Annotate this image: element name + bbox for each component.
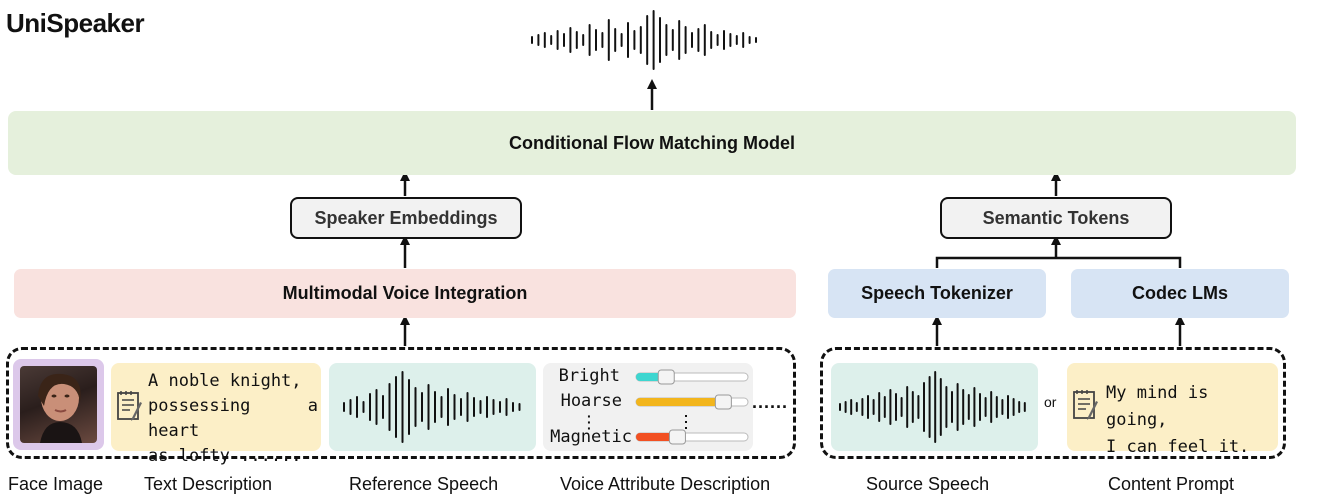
- notepad-icon: [1073, 390, 1098, 420]
- caption-content-prompt: Content Prompt: [1108, 474, 1235, 494]
- caption-reference-speech: Reference Speech: [349, 474, 499, 494]
- voice-inputs-group: [6, 347, 796, 459]
- attr-vertical-ellipsis: ···: [587, 408, 592, 436]
- notepad-icon: [117, 391, 142, 421]
- slider-fill: [636, 433, 678, 441]
- content-inputs-group: [820, 347, 1286, 459]
- text-description-line: as lofty ......: [148, 446, 302, 466]
- caption-face-image: Face Image: [8, 474, 104, 494]
- caption-text-description: Text Description: [144, 474, 273, 494]
- caption-source-speech: Source Speech: [866, 474, 990, 494]
- speaker-embeddings-box: Speaker Embeddings: [290, 197, 522, 239]
- slider-knob: [714, 394, 732, 410]
- more-attributes-ellipsis: ......: [752, 392, 789, 412]
- face-photo: [20, 366, 97, 443]
- multimodal-voice-integration: Multimodal Voice Integration: [14, 269, 796, 318]
- semantic-tokens-box: Semantic Tokens: [940, 197, 1172, 239]
- content-prompt-line: I can feel it.: [1106, 437, 1250, 457]
- merge-connector: [935, 256, 1182, 268]
- source-waveform-icon: [839, 371, 1026, 443]
- attr-label-magnetic: Magnetic: [550, 427, 632, 447]
- slider-knob: [668, 429, 686, 445]
- reference-waveform-icon: [343, 371, 521, 443]
- text-description-line: possessing a heart: [148, 396, 318, 441]
- text-description-text: A noble knight, possessing a heart as lo…: [148, 369, 318, 469]
- text-description-line: A noble knight,: [148, 371, 302, 391]
- text-description-card: [111, 363, 321, 451]
- content-prompt-card: [1067, 363, 1278, 451]
- caption-voice-attribute-description: Voice Attribute Description: [560, 474, 771, 494]
- attribute-sliders: [635, 369, 749, 445]
- codec-lms-box: Codec LMs: [1071, 269, 1289, 318]
- content-prompt-text: My mind is going, I can feel it.: [1106, 380, 1278, 461]
- conditional-flow-matching-model: Conditional Flow Matching Model: [8, 111, 1296, 175]
- or-label: or: [1044, 394, 1057, 410]
- speech-tokenizer-box: Speech Tokenizer: [828, 269, 1046, 318]
- output-waveform-icon: [531, 10, 757, 70]
- diagram-title: UniSpeaker: [6, 8, 145, 38]
- attr-label-bright: Bright: [558, 366, 620, 386]
- attr-label-hoarse: Hoarse: [560, 391, 622, 411]
- slider-fill: [636, 398, 724, 406]
- slider-knob: [657, 369, 675, 385]
- content-prompt-line: My mind is going,: [1106, 383, 1209, 430]
